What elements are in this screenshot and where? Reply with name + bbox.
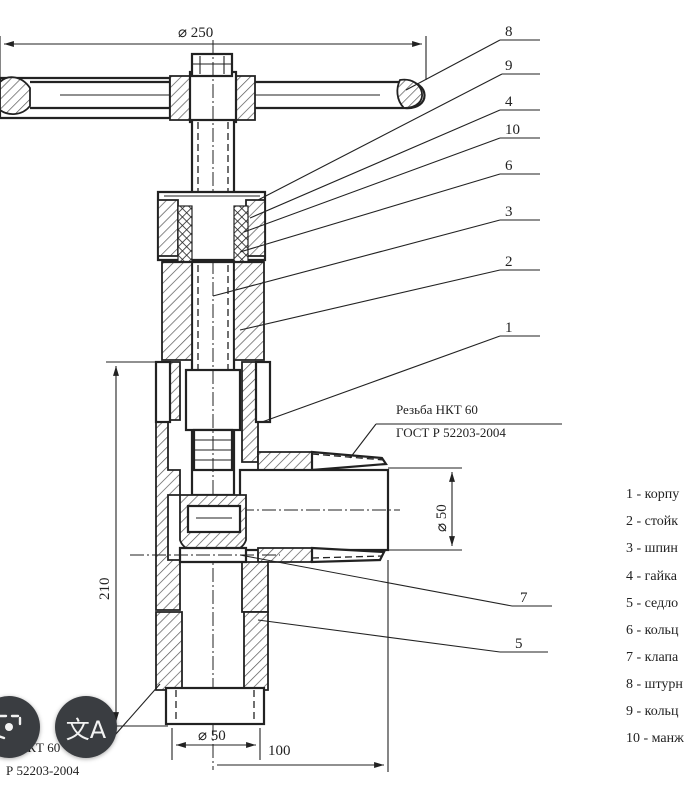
legend-item: 7 - клапа xyxy=(626,650,679,665)
callout-6: 6 xyxy=(505,158,513,174)
callout-9: 9 xyxy=(505,58,513,74)
callout-7: 7 xyxy=(520,590,528,606)
legend-item: 6 - кольц xyxy=(626,623,679,638)
valve-body xyxy=(130,360,400,726)
legend-item: 4 - гайка xyxy=(626,569,678,584)
dimension-handwheel: ⌀ 250 xyxy=(0,25,427,80)
dimension-outlet: ⌀ 50 xyxy=(388,467,462,551)
callout-4: 4 xyxy=(505,94,513,110)
dim-outlet-label: ⌀ 50 xyxy=(434,504,450,532)
dim-bottom-label: ⌀ 50 xyxy=(198,728,226,744)
callout-2: 2 xyxy=(505,254,513,270)
translate-icon: 文A xyxy=(65,715,107,744)
legend-item: 9 - кольц xyxy=(626,704,679,719)
translate-button[interactable]: 文A xyxy=(55,696,117,758)
legend-item: 3 - шпин xyxy=(626,541,678,556)
dimension-offset: 100 xyxy=(217,560,389,772)
thread-note-outlet-line1: Резьба НКТ 60 xyxy=(396,402,478,417)
callout-numbers: 8 9 4 10 6 3 2 1 7 5 xyxy=(505,24,528,652)
stem xyxy=(184,40,242,770)
dim-height-label: 210 xyxy=(97,578,113,601)
callout-leaders xyxy=(99,39,562,753)
legend-item: 1 - корпу xyxy=(626,487,679,502)
dimension-height: 210 xyxy=(97,361,168,727)
legend-item: 5 - седло xyxy=(626,596,678,611)
callout-1: 1 xyxy=(505,320,513,336)
callout-8: 8 xyxy=(505,24,513,40)
legend-item: 8 - штурн xyxy=(626,677,683,692)
dimension-bottom: ⌀ 50 xyxy=(171,728,261,760)
legend-item: 10 - манж xyxy=(626,731,684,746)
legend-item: 2 - стойк xyxy=(626,514,678,529)
callout-10: 10 xyxy=(505,122,520,138)
callout-3: 3 xyxy=(505,204,513,220)
lens-icon xyxy=(0,714,22,740)
thread-note-outlet: Резьба НКТ 60 ГОСТ Р 52203-2004 xyxy=(396,402,506,440)
thread-note-bottom-line2: Р 52203-2004 xyxy=(6,763,80,778)
callout-5: 5 xyxy=(515,636,523,652)
handwheel xyxy=(0,52,426,124)
upright xyxy=(161,260,265,361)
dim-offset-label: 100 xyxy=(268,743,291,759)
thread-note-outlet-line2: ГОСТ Р 52203-2004 xyxy=(396,425,506,440)
dim-handwheel-label: ⌀ 250 xyxy=(178,25,213,41)
gland-nut xyxy=(156,190,267,263)
parts-legend: 1 - корпу 2 - стойк 3 - шпин 4 - гайка 5… xyxy=(626,487,684,746)
